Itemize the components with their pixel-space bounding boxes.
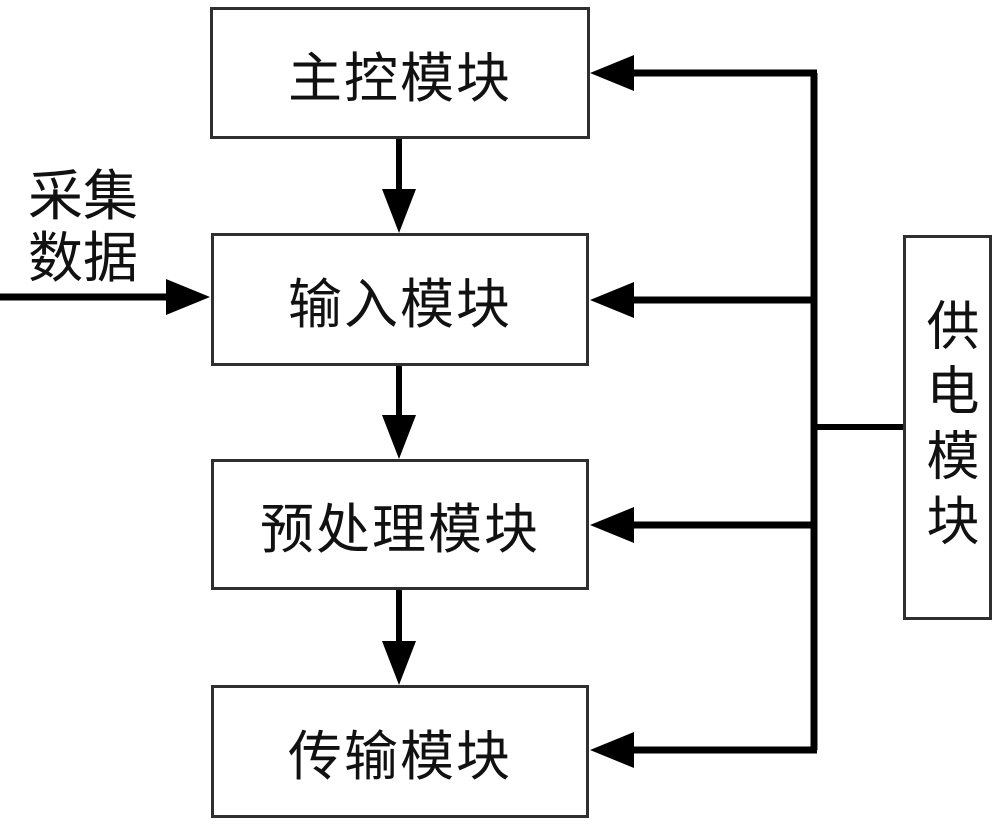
box-input-label: 输入模块 <box>288 275 512 335</box>
label-collect-data-line1: 采集 <box>28 166 139 227</box>
label-collect-data: 采集 数据 <box>28 166 158 290</box>
power-bus-line <box>810 73 903 750</box>
arrow-main-control-to-input <box>382 139 416 233</box>
label-collect-data-line2: 数据 <box>28 228 139 289</box>
box-power-module: 供电模块 <box>903 235 992 620</box>
arrow-power-to-input <box>590 282 814 318</box>
arrow-power-to-preprocess <box>590 507 814 543</box>
box-transmission-label: 传输模块 <box>288 727 512 787</box>
arrow-preprocess-to-transmission <box>382 590 416 685</box>
box-main-control-label: 主控模块 <box>288 48 512 109</box>
box-preprocess-module: 预处理模块 <box>211 459 589 590</box>
box-transmission-module: 传输模块 <box>211 685 589 818</box>
arrow-power-to-transmission <box>590 732 817 768</box>
arrow-input-to-preprocess <box>382 366 416 459</box>
box-power-label: 供电模块 <box>919 297 977 558</box>
box-preprocess-label: 预处理模块 <box>260 500 540 560</box>
arrow-power-to-main-control <box>590 55 817 91</box>
box-main-control-module: 主控模块 <box>210 7 590 139</box>
arrow-collect-data-to-input <box>0 279 210 315</box>
box-input-module: 输入模块 <box>211 233 589 366</box>
